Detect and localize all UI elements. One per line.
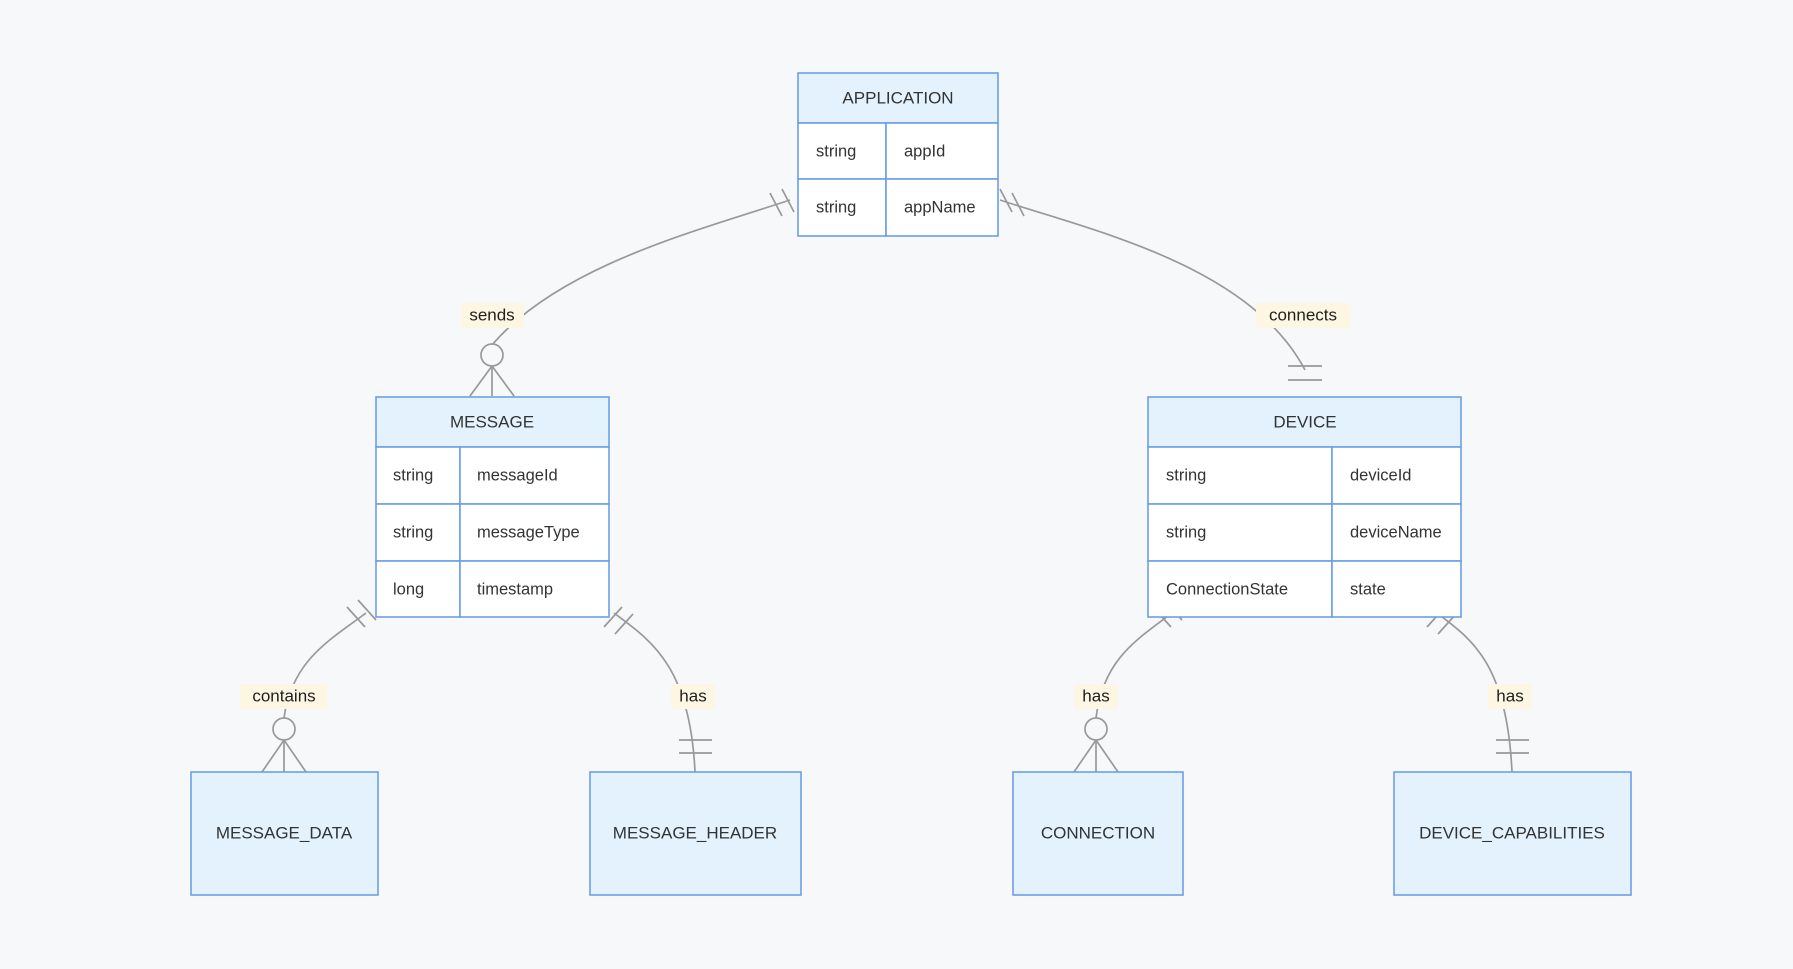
relationship-line — [613, 612, 696, 773]
relationship-label-background — [461, 303, 524, 328]
attribute-name: appId — [904, 142, 945, 160]
cardinality-marker-exactly-one — [999, 188, 1025, 217]
entity-title: MESSAGE — [450, 412, 534, 431]
relationship-application-sends-message[interactable]: sends — [461, 188, 795, 397]
attribute-type: string — [816, 142, 856, 160]
entity-device[interactable]: DEVICE string deviceId string deviceName… — [1147, 396, 1462, 618]
entity-title: DEVICE — [1273, 412, 1336, 431]
relationship-message-has-message-header[interactable]: has — [603, 606, 715, 773]
relationship-label: has — [1082, 686, 1109, 705]
cardinality-marker-exactly-one — [603, 606, 634, 635]
entity-message[interactable]: MESSAGE string messageId string messageT… — [375, 396, 610, 618]
entity-header — [1147, 396, 1462, 448]
entity-device-capabilities[interactable]: DEVICE_CAPABILITIES — [1393, 771, 1632, 896]
entity-title: MESSAGE_DATA — [216, 823, 353, 842]
attribute-type-cell — [797, 178, 887, 237]
entity-title: MESSAGE_HEADER — [613, 823, 777, 842]
relationship-label-background — [1074, 684, 1118, 709]
relationship-label: sends — [469, 305, 514, 324]
attribute-name: appName — [904, 198, 976, 216]
entity-title: APPLICATION — [842, 88, 953, 107]
cardinality-marker-zero-or-many — [261, 717, 307, 773]
entity-message-data[interactable]: MESSAGE_DATA — [190, 771, 379, 896]
entity-title: DEVICE_CAPABILITIES — [1419, 823, 1605, 842]
relationship-line — [491, 199, 791, 346]
relationship-label: connects — [1269, 305, 1337, 324]
relationship-line — [999, 199, 1306, 371]
relationship-label: has — [1496, 686, 1523, 705]
attribute-name: messageId — [477, 466, 558, 484]
cardinality-marker-exactly-one-target — [1288, 365, 1322, 381]
relationship-label: has — [679, 686, 706, 705]
attribute-name-cell — [885, 178, 999, 237]
entity-header — [797, 72, 999, 124]
relationship-label-background — [1256, 303, 1350, 328]
relationship-label: contains — [252, 686, 315, 705]
entity-connection[interactable]: CONNECTION — [1012, 771, 1184, 896]
attribute-name-cell — [885, 122, 999, 180]
attribute-name: messageType — [477, 523, 580, 541]
entity-box — [1012, 771, 1184, 896]
attribute-type: long — [393, 580, 424, 598]
relationship-label-background — [1488, 684, 1532, 709]
cardinality-marker-exactly-one-target — [679, 739, 712, 754]
entity-box — [190, 771, 379, 896]
cardinality-marker-exactly-one — [769, 188, 795, 217]
relationship-message-contains-message-data[interactable]: contains — [240, 599, 377, 773]
relationship-edges: sends connects — [240, 188, 1532, 773]
attribute-type-cell — [1147, 446, 1333, 505]
attribute-type: string — [393, 466, 433, 484]
entity-message-header[interactable]: MESSAGE_HEADER — [589, 771, 802, 896]
relationship-application-connects-device[interactable]: connects — [999, 188, 1350, 381]
attribute-name-cell — [459, 503, 610, 562]
entity-title: CONNECTION — [1041, 823, 1155, 842]
attribute-name-cell — [1331, 446, 1462, 505]
entity-header — [375, 396, 610, 448]
attribute-name: timestamp — [477, 580, 553, 598]
relationship-label-background — [240, 684, 327, 709]
attribute-name-cell — [459, 560, 610, 618]
cardinality-marker-zero-or-many — [469, 343, 515, 397]
relationship-label-background — [671, 684, 715, 709]
attribute-type: string — [393, 523, 433, 541]
attribute-name: state — [1350, 580, 1386, 598]
attribute-type: string — [816, 198, 856, 216]
attribute-name: deviceId — [1350, 466, 1411, 484]
attribute-name: deviceName — [1350, 523, 1442, 541]
entity-application[interactable]: APPLICATION string appId string appName — [797, 72, 999, 237]
attribute-type: string — [1166, 466, 1206, 484]
attribute-type-cell — [797, 122, 887, 180]
attribute-type-cell — [375, 560, 461, 618]
attribute-type: ConnectionState — [1166, 580, 1288, 598]
cardinality-marker-zero-or-many — [1073, 717, 1119, 773]
entity-box — [589, 771, 802, 896]
cardinality-marker-exactly-one-target — [1496, 739, 1529, 754]
cardinality-marker-exactly-one — [346, 599, 377, 628]
relationship-device-has-device-capabilities[interactable]: has — [1426, 606, 1532, 773]
entity-box — [1393, 771, 1632, 896]
attribute-name-cell — [1331, 560, 1462, 618]
relationship-device-has-connection[interactable]: has — [1073, 599, 1183, 773]
attribute-type: string — [1166, 523, 1206, 541]
attribute-type-cell — [375, 446, 461, 505]
relationship-line — [1436, 612, 1513, 773]
